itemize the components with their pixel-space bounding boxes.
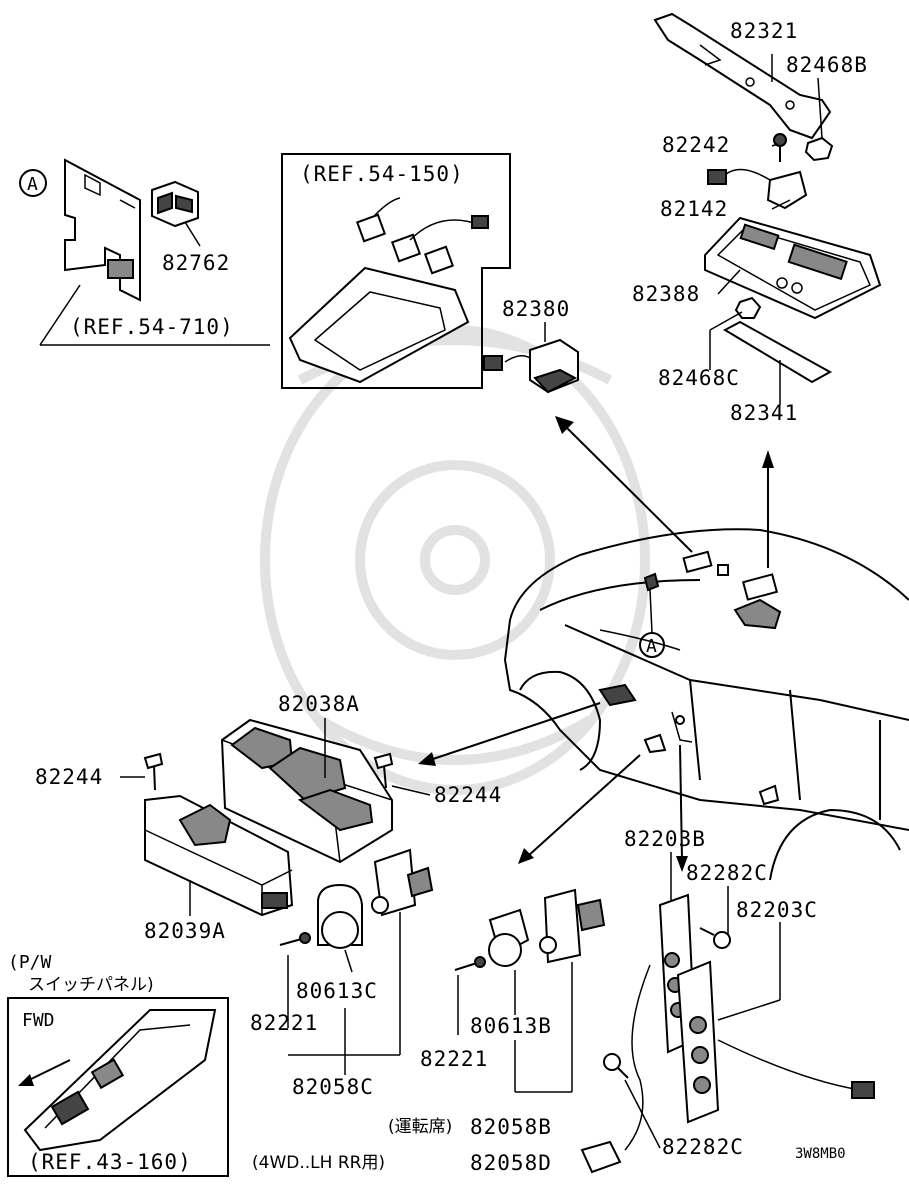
label-82468C: 82468C	[658, 366, 740, 390]
label-82039A: 82039A	[144, 919, 226, 943]
label-82038A: 82038A	[278, 692, 360, 716]
leader-lines	[39, 54, 823, 1149]
screw-82242-graphic	[773, 133, 787, 162]
switch-cover-80613B-graphic	[488, 908, 530, 967]
label-82244-right: 82244	[434, 783, 502, 807]
label-ref-43-160: (REF.43-160)	[28, 1150, 192, 1174]
part-labels: 82321 82468B 82242 82142 82388 82468C 82…	[8, 19, 868, 1175]
overhead-console-82388-graphic	[704, 216, 882, 320]
label-pw-line2: スイッチパネル)	[28, 975, 154, 995]
screw-82221-right-graphic	[454, 956, 486, 971]
label-82244-left: 82244	[35, 765, 103, 789]
screw-82221-left-graphic	[279, 932, 311, 946]
label-82762: 82762	[162, 251, 230, 275]
label-diagram-code: 3W8MB0	[795, 1146, 846, 1162]
label-82221-left: 82221	[250, 1011, 318, 1035]
pad-82341-graphic	[722, 320, 833, 384]
bolt-82282C-bottom-graphic	[603, 1053, 629, 1079]
label-82242: 82242	[662, 133, 730, 157]
dome-lamp-82380-graphic	[483, 338, 579, 394]
label-82341: 82341	[730, 401, 798, 425]
label-82282C-top: 82282C	[686, 861, 768, 885]
callout-a-car: A	[639, 589, 665, 658]
label-82142: 82142	[660, 197, 728, 221]
screw-82244-left-graphic	[143, 752, 164, 791]
lamp-82203C-graphic	[676, 960, 875, 1124]
switch-82039A-graphic	[144, 794, 294, 917]
bolt-82282C-top-graphic	[699, 927, 731, 949]
nut-82468C-graphic	[734, 296, 762, 319]
harness-wire-graphic	[580, 964, 651, 1174]
pw-switch-panel-box	[7, 997, 229, 1177]
label-80613B: 80613B	[470, 1014, 552, 1038]
screw-82244-right-graphic	[373, 752, 394, 789]
switch-82038A-graphic	[220, 718, 393, 864]
map-lamp-82142-graphic	[707, 168, 808, 210]
label-82282C-bottom: 82282C	[662, 1135, 744, 1159]
label-82203B: 82203B	[624, 827, 706, 851]
door-switch-82058B-graphic	[539, 888, 606, 964]
label-82221-right: 82221	[420, 1047, 488, 1071]
watermark-emblem	[260, 325, 650, 795]
label-driver-seat: (運転席)	[388, 1117, 452, 1137]
pointer-arrows	[418, 416, 774, 872]
label-82058B: 82058B	[470, 1115, 552, 1139]
door-switch-82058C-graphic	[371, 848, 434, 917]
ref-54-150-box	[281, 153, 511, 389]
switch-cover-80613C-graphic	[317, 883, 363, 949]
label-82321: 82321	[730, 19, 798, 43]
connector-82762-graphic	[151, 180, 199, 228]
callout-a-top: A	[19, 169, 47, 197]
label-82058D: 82058D	[470, 1151, 552, 1175]
mounting-bracket-a-graphic	[64, 158, 141, 302]
label-82388: 82388	[632, 282, 700, 306]
callout-a-car-letter: A	[646, 636, 657, 657]
label-82380: 82380	[502, 297, 570, 321]
label-80613C: 80613C	[296, 979, 378, 1003]
label-variant-4wd: (4WD..LH RR用)	[252, 1153, 385, 1173]
label-82468B: 82468B	[786, 53, 868, 77]
label-ref-54-150: (REF.54-150)	[300, 162, 464, 186]
label-fwd: FWD	[22, 1010, 55, 1031]
vehicle-body-outline	[503, 528, 909, 881]
label-pw-line1: (P/W	[8, 952, 52, 973]
nut-82468B-graphic	[804, 136, 834, 162]
label-82058C: 82058C	[292, 1075, 374, 1099]
callout-a-top-letter: A	[27, 174, 38, 195]
label-82203C: 82203C	[736, 898, 818, 922]
label-ref-54-710: (REF.54-710)	[70, 315, 234, 339]
